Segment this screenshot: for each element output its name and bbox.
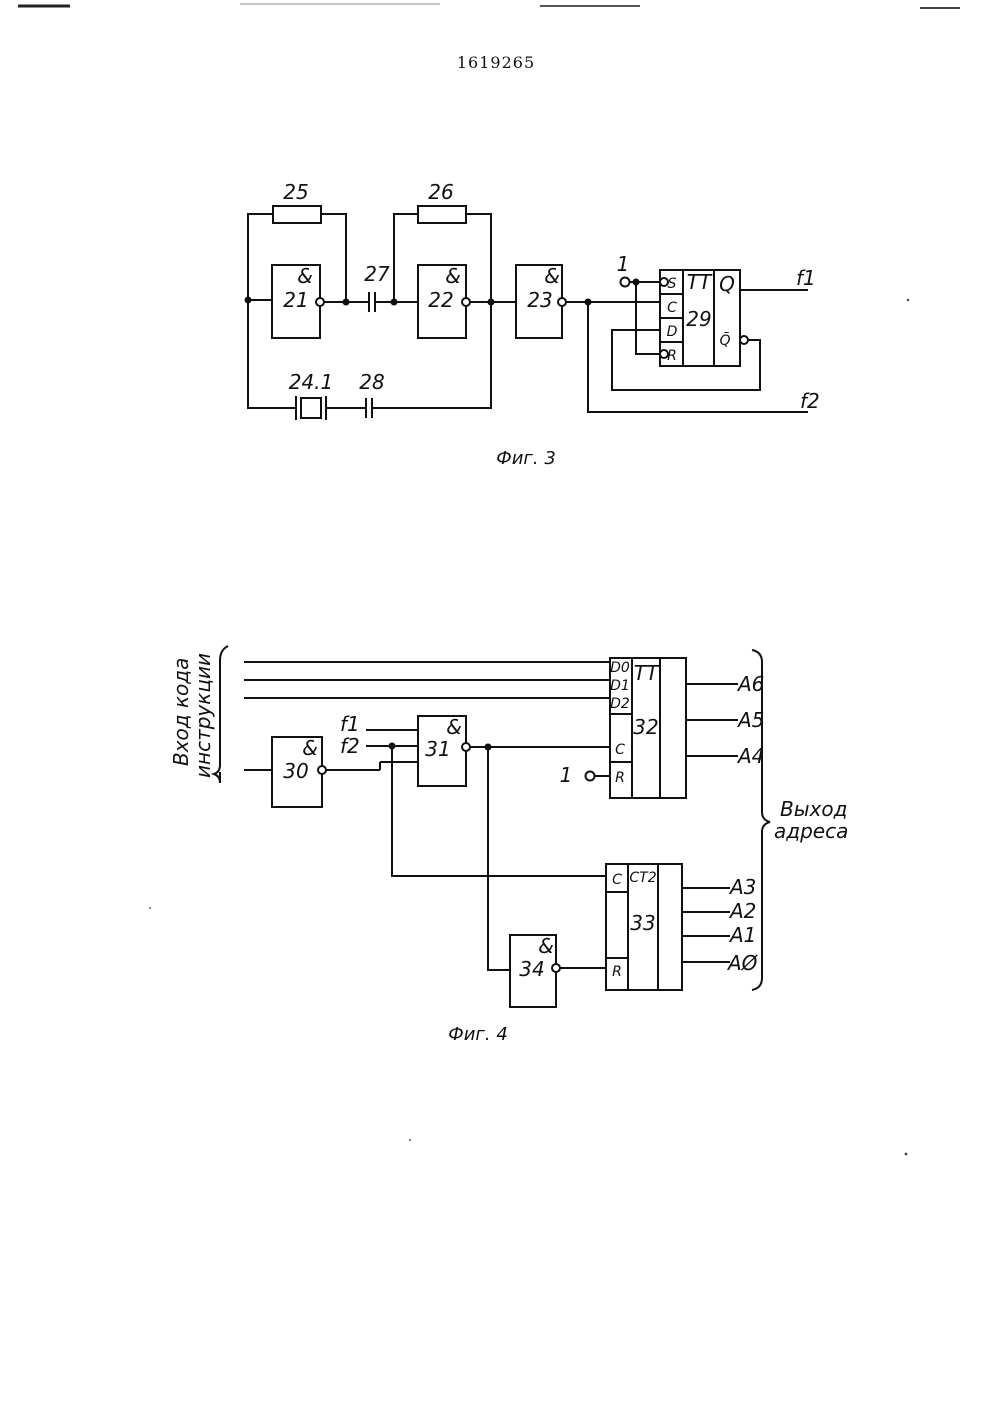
gate-21-number: 21: [283, 288, 308, 312]
output-a2: A2: [728, 899, 756, 923]
output-a1: A1: [728, 923, 756, 947]
const-1-label: 1: [617, 252, 630, 276]
counter-33-title: CT2: [629, 870, 656, 886]
pin-qbar-bubble: [740, 336, 748, 344]
pin-s-bubble: [660, 278, 668, 286]
gate-34-number: 34: [519, 957, 544, 981]
output-f2: f2: [800, 389, 820, 413]
capacitor-27-label: 27: [364, 262, 390, 286]
gate-34-symbol: &: [538, 934, 554, 958]
output-label-line-2: адреса: [774, 819, 848, 843]
node-g21-out: [343, 299, 350, 306]
wire-r26-right: [466, 214, 491, 302]
input-brace: [214, 646, 228, 783]
resistor-25: [273, 206, 321, 223]
figure-3: & 21 & 22 & 23 25 26 27: [245, 180, 820, 469]
gate-22-inverter-bubble: [462, 298, 470, 306]
input-f1: f1: [340, 712, 360, 736]
resistor-26-label: 26: [428, 180, 453, 204]
wire-const-r: [636, 282, 660, 354]
gate-21-inverter-bubble: [316, 298, 324, 306]
gate-23-symbol: &: [544, 264, 560, 288]
figure-4-caption: Фиг. 4: [448, 1024, 508, 1045]
gate-31-inverter-bubble: [462, 743, 470, 751]
flip-flop-29-title: TT: [687, 270, 713, 294]
wire-r26-left: [394, 214, 418, 300]
pin-q: Q: [719, 272, 735, 296]
gate-30-symbol: &: [302, 736, 318, 760]
node-g22-in: [391, 299, 398, 306]
gate-30-number: 30: [283, 759, 308, 783]
gate-30-inverter-bubble: [318, 766, 326, 774]
pin-r: R: [667, 348, 677, 364]
output-a3: A3: [728, 875, 756, 899]
scan-marks: [18, 4, 960, 8]
flip-flop-29-number: 29: [686, 307, 711, 331]
register-32-number: 32: [633, 715, 658, 739]
pin-r-bubble: [660, 350, 668, 358]
wire-r25-left: [248, 214, 273, 300]
pin-s: S: [668, 276, 677, 292]
resistor-25-label: 25: [283, 180, 308, 204]
const-1-terminal: [621, 278, 630, 287]
gate-31-symbol: &: [446, 715, 462, 739]
gate-22-symbol: &: [445, 264, 461, 288]
pin-qbar: Q̄: [719, 331, 730, 349]
counter-33-pin-r: R: [612, 964, 622, 980]
wire-r25-right: [321, 214, 346, 302]
input-f2: f2: [340, 734, 360, 758]
const-1-label-fig4: 1: [560, 763, 573, 787]
scan-specks: [149, 299, 909, 1156]
output-a5: A5: [736, 708, 764, 732]
register-32-title: TT: [634, 661, 660, 685]
gate-22-number: 22: [428, 288, 453, 312]
crystal-24-1-label: 24.1: [289, 370, 334, 394]
patent-number: 1619265: [457, 53, 535, 72]
counter-33-pin-c: C: [612, 872, 622, 888]
output-label-line-1: Выход: [780, 797, 847, 821]
gate-23-inverter-bubble: [558, 298, 566, 306]
register-32-pin-d0: D0: [610, 660, 630, 676]
gate-21-symbol: &: [297, 264, 313, 288]
capacitor-28-label: 28: [359, 370, 384, 394]
resistor-26: [418, 206, 466, 223]
const-1-terminal-fig4: [586, 772, 595, 781]
wire-g31-g34: [488, 747, 510, 970]
output-f1: f1: [796, 266, 816, 290]
register-32-pin-d2: D2: [610, 696, 630, 712]
counter-33-number: 33: [630, 911, 655, 935]
figure-4: Вход кода инструкции & 30 & 31 f1 f2: [169, 646, 848, 1045]
gate-34-inverter-bubble: [552, 964, 560, 972]
figure-3-caption: Фиг. 3: [496, 448, 556, 469]
output-a0: AØ: [726, 951, 759, 975]
output-a4: A4: [736, 744, 764, 768]
output-a6: A6: [736, 672, 764, 696]
gate-23-number: 23: [527, 288, 552, 312]
register-32-pin-c: C: [615, 742, 625, 758]
input-label-line-2: инструкции: [191, 653, 215, 778]
crystal-24-1: [301, 398, 321, 418]
pin-d: D: [667, 324, 678, 340]
input-label-line-1: Вход кода: [169, 658, 193, 766]
register-32-pin-r: R: [615, 770, 625, 786]
gate-31-number: 31: [425, 737, 450, 761]
register-32-pin-d1: D1: [610, 678, 630, 694]
pin-c: C: [667, 300, 677, 316]
